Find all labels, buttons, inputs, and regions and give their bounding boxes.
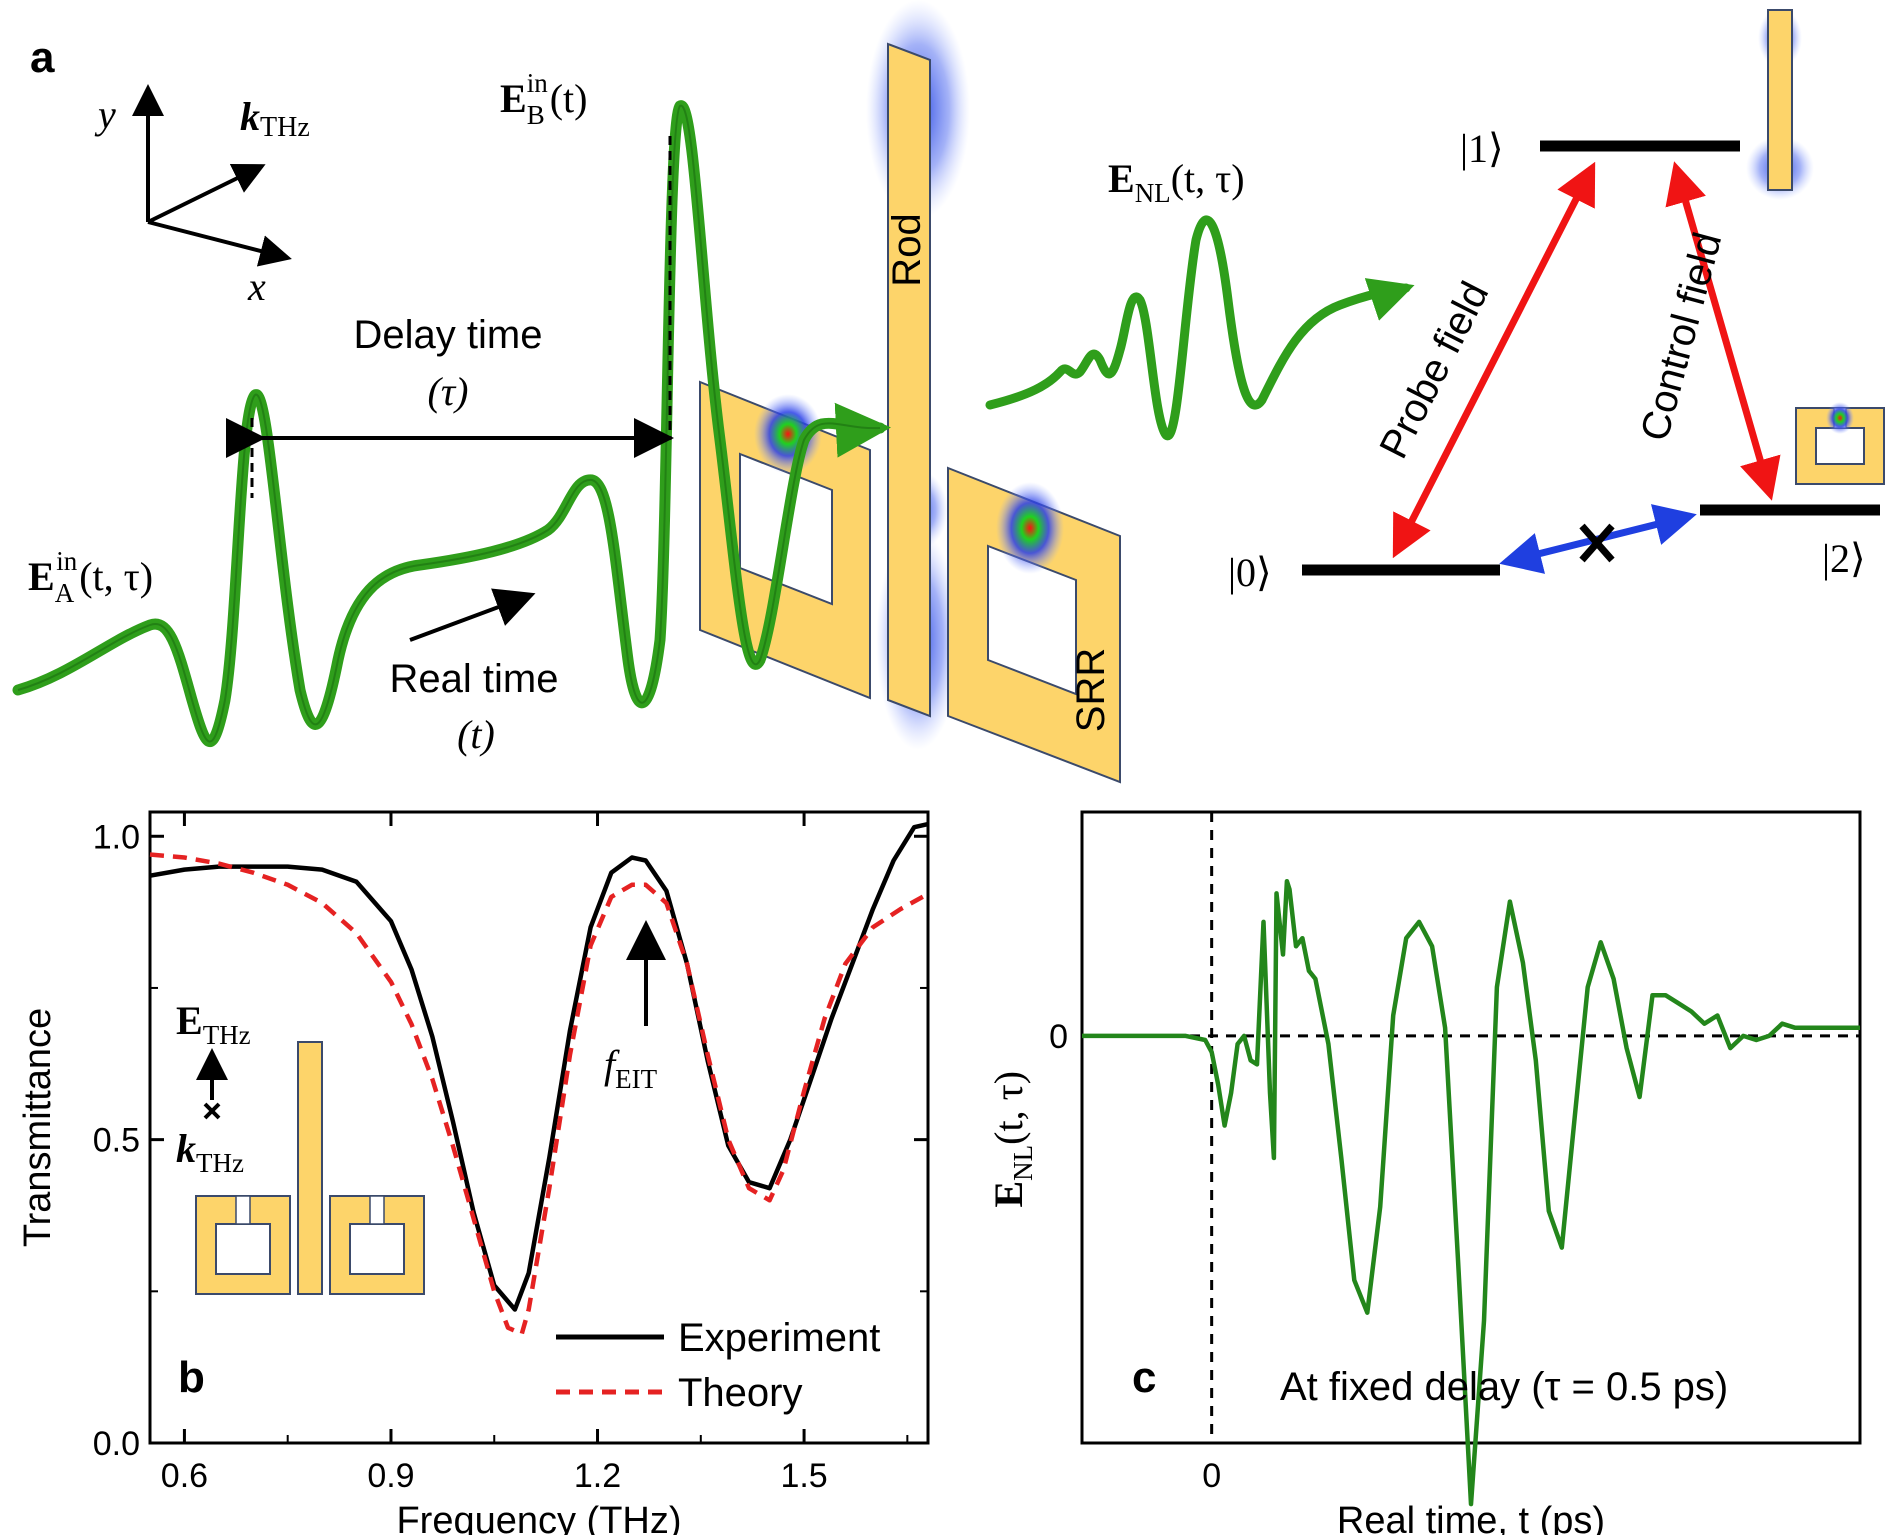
srr-mode-icon [1795, 402, 1885, 485]
panel-b-ytick-label: 0.0 [93, 1425, 140, 1463]
k-thz-label: kTHz [240, 94, 310, 143]
panel-c-note: At fixed delay (τ = 0.5 ps) [1280, 1365, 1728, 1409]
panel-c: 00 Real time, t (ps) ENL(t, τ) c At fixe… [986, 810, 1862, 1535]
rod-label: Rod [885, 213, 929, 286]
experiment-line [149, 821, 929, 1312]
f-eit-label: fEIT [604, 1042, 658, 1094]
control-field-arrow [1665, 161, 1781, 501]
forbidden-cross-icon [1579, 523, 1615, 563]
axis-y-label: y [94, 92, 116, 137]
panel-b-letter: b [178, 1353, 205, 1402]
panel-b-xtick-label: 0.6 [161, 1457, 208, 1495]
panel-b-xtick-label: 1.5 [780, 1457, 827, 1495]
panel-b-ytick-label: 1.0 [93, 818, 140, 856]
panel-a: a y x kTHz EAin(t, τ) EBin(t) ENL(t, τ) [12, 0, 1885, 784]
panel-c-letter: c [1132, 1353, 1156, 1402]
srr-right-hotspot [996, 482, 1064, 574]
level-1-label: |1⟩ [1460, 126, 1504, 171]
panel-c-series [1082, 878, 1860, 1507]
panel-b-xtick-label: 1.2 [574, 1457, 621, 1495]
rod-mode-icon [1746, 8, 1814, 200]
energy-level-diagram: |1⟩ |0⟩ |2⟩ Probe field Control field [1228, 8, 1885, 595]
theory-line [149, 852, 930, 1337]
panel-b-ytick-label: 0.5 [93, 1122, 140, 1160]
legend-experiment-label: Experiment [678, 1316, 880, 1360]
panel-b-ticks: 0.6 0.9 1.2 1.5 0.0 0.5 1.0 [93, 812, 928, 1495]
axis-x-label: x [247, 264, 266, 309]
k-direction-cross-icon [203, 1102, 221, 1120]
panel-b-frame [148, 810, 930, 1445]
srr-label: SRR [1069, 648, 1113, 732]
rod-resonator: Rod [866, 0, 970, 750]
panel-b-y-axis-title: Transmittance [17, 1008, 59, 1247]
panel-c-y-axis-title: ENL(t, τ) [986, 1071, 1038, 1208]
real-time-label-line1: Real time [390, 657, 559, 701]
panel-b-legend: Experiment Theory [556, 1316, 880, 1415]
control-field-label: Control field [1633, 228, 1731, 446]
panel-b-xtick-label: 0.9 [367, 1457, 414, 1495]
panel-c-ytick-label: 0 [1049, 1018, 1068, 1056]
level-0-label: |0⟩ [1228, 550, 1272, 595]
legend-theory-label: Theory [678, 1371, 803, 1415]
ea-in-label: EAin(t, τ) [28, 546, 153, 608]
panel-b-e-thz-label: ETHz [176, 998, 251, 1050]
panel-b-axes [148, 810, 930, 1445]
srr-right: SRR [947, 466, 1121, 784]
output-nonlinear-wave [985, 215, 1415, 441]
panel-c-axes [1080, 810, 1862, 1445]
delay-label-line1: Delay time [354, 313, 543, 357]
panel-a-letter: a [30, 33, 55, 82]
eb-in-label: EBin(t) [500, 68, 587, 130]
panel-c-x-axis-title: Real time, t (ps) [1337, 1500, 1605, 1535]
panel-c-xtick-label: 0 [1202, 1457, 1221, 1495]
panel-b: 0.6 0.9 1.2 1.5 0.0 0.5 1.0 Frequency (THz) Tr… [17, 810, 930, 1535]
nonlinear-signal-line [1082, 878, 1860, 1507]
probe-field-label: Probe field [1371, 275, 1497, 465]
panel-b-k-thz-label: kTHz [176, 1126, 244, 1178]
panel-c-frame [1080, 810, 1862, 1445]
probe-field-arrow [1392, 161, 1596, 559]
panel-b-x-axis-title: Frequency (THz) [396, 1500, 681, 1535]
enl-label: ENL(t, τ) [1108, 156, 1245, 208]
panel-b-series [149, 821, 930, 1337]
coordinate-axes: y x kTHz [94, 84, 310, 309]
real-time-label-line2: (t) [457, 712, 495, 757]
inset-metamaterial-icon [195, 1041, 425, 1295]
panel-c-ticks: 00 [1049, 1018, 1221, 1495]
real-time-arrow [409, 588, 536, 642]
level-2-label: |2⟩ [1822, 536, 1866, 581]
delay-label-line2: (τ) [428, 369, 469, 414]
